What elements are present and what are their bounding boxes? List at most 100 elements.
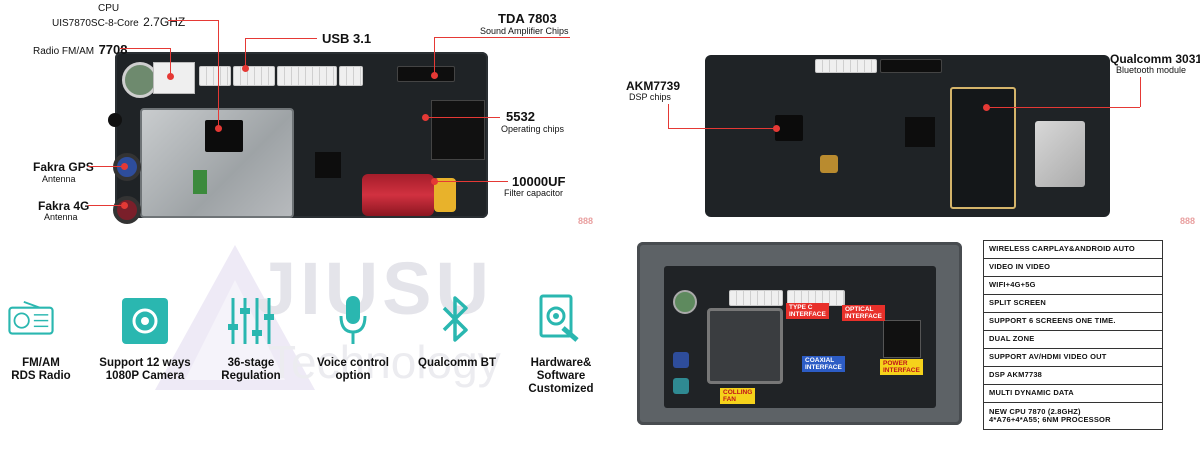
green-component (193, 170, 207, 194)
cpu-feature-line1: NEW CPU 7870 (2.8GHZ) (989, 406, 1081, 416)
watermark-sub: Technology (268, 336, 501, 388)
feature-voice-label: Voice control option (313, 357, 393, 383)
bluetooth-icon (442, 296, 468, 342)
unit-antenna-jack (673, 290, 697, 314)
main-circuit-board (115, 52, 488, 218)
unit-connector-2 (787, 290, 845, 306)
connector-4 (339, 66, 363, 86)
cap-dot (431, 178, 438, 185)
optical-line2: INTERFACE (845, 313, 882, 320)
rear-panel-unit (637, 242, 962, 425)
tda-sub: Sound Amplifier Chips (480, 26, 569, 36)
cpu-feature-line2: 4*A76+4*A55; 6NM PROCESSOR (989, 415, 1111, 424)
microphone-icon (339, 296, 367, 344)
hardware-software-icon (539, 294, 579, 342)
voice-label-line2: option (335, 370, 371, 382)
equalizer-icon (228, 298, 274, 344)
coaxial-line1: COAXIAL (805, 357, 835, 364)
type-c-callout: TYPE C INTERFACE (786, 303, 829, 319)
feature-voice (338, 294, 368, 351)
opchip-sub: Operating chips (501, 124, 565, 134)
unit-fakra-blue (673, 352, 689, 368)
g4-pointer (88, 205, 124, 206)
radio-label: Radio FM/AM 7708 (33, 41, 128, 59)
feature-row: SUPPORT AV/HDMI VIDEO OUT (983, 348, 1163, 367)
hardware-label-line1: Hardware& (530, 357, 592, 369)
bt-dot (983, 104, 990, 111)
radio-label-line2: RDS Radio (11, 370, 71, 382)
tda-pointer-h (434, 37, 570, 38)
bt-pointer-h (986, 107, 1140, 108)
watermark-number: 888 (578, 216, 594, 226)
feature-row: DSP AKM7738 (983, 366, 1163, 385)
capacitor-terminal (434, 178, 456, 212)
usb-label: USB 3.1 (322, 31, 372, 46)
fan-line1: COLLING (723, 389, 753, 396)
cpu-dot (215, 125, 222, 132)
unit-power-block (883, 320, 921, 358)
coaxial-line2: INTERFACE (805, 364, 842, 371)
cpu-model: UIS7870SC-8-Core (52, 18, 139, 29)
bt-sub: Bluetooth module (1116, 65, 1187, 75)
feature-hardware-label: Hardware& Software Customized (520, 357, 602, 396)
cap-pointer (434, 181, 508, 182)
akm-pointer-v (668, 104, 669, 128)
opchip-pointer (425, 117, 500, 118)
radio-dot (167, 73, 174, 80)
cpu-speed: 2.7GHZ (143, 15, 186, 29)
tda-label: TDA 7803 (498, 11, 557, 26)
feature-row: SPLIT SCREEN (983, 294, 1163, 313)
rb-chip-2 (905, 117, 935, 147)
feature-row-cpu: NEW CPU 7870 (2.8GHZ) 4*A76+4*A55; 6NM P… (983, 402, 1163, 430)
gps-pointer (88, 166, 124, 167)
bt-pointer-v (1140, 77, 1141, 107)
akm-label: AKM7739 (626, 79, 681, 93)
usb-pointer-v (245, 38, 246, 68)
hardware-label-line3: Customized (528, 383, 594, 395)
unit-fakra-teal (673, 378, 689, 394)
dsp-circuit-board (705, 55, 1110, 217)
connector-3 (277, 66, 337, 86)
tda-dot (431, 72, 438, 79)
feature-table: WIRELESS CARPLAY&ANDROID AUTO VIDEO IN V… (983, 240, 1163, 430)
rb-gold-chip (820, 155, 838, 173)
type-c-line1: TYPE C (789, 304, 813, 311)
rb-connector-1 (815, 59, 877, 73)
equalizer-label-line1: 36-stage (227, 357, 275, 369)
type-c-line2: INTERFACE (789, 311, 826, 318)
rb-connector-2 (880, 59, 942, 73)
camera-icon (122, 298, 168, 344)
gps-label: Fakra GPS (33, 160, 94, 174)
cpu-label: CPU (98, 3, 120, 14)
feature-camera (122, 298, 168, 349)
feature-camera-label: Support 12 ways 1080P Camera (92, 357, 198, 383)
feature-row: SUPPORT 6 SCREENS ONE TIME. (983, 312, 1163, 331)
unit-connector (729, 290, 783, 306)
filter-capacitor (362, 174, 434, 216)
radio-pointer-v (170, 48, 171, 76)
fakra-4g-connector (113, 196, 141, 224)
optical-callout: OPTICAL INTERFACE (842, 305, 885, 321)
cpu-pointer-v (218, 20, 219, 128)
power-line1: POWER (883, 360, 908, 367)
feature-radio-label: FM/AM RDS Radio (8, 357, 74, 383)
fan-line2: FAN (723, 396, 736, 403)
cooling-fan (707, 308, 783, 384)
hardware-label-line2: Software (536, 370, 586, 382)
akm-pointer-h (668, 128, 776, 129)
cpu-model-label: UIS7870SC-8-Core 2.7GHZ (52, 13, 185, 31)
optical-line1: OPTICAL (845, 306, 874, 313)
connector-1 (199, 66, 231, 86)
radio-pointer (120, 48, 170, 49)
feature-row: WIFI+4G+5G (983, 276, 1163, 295)
watermark-number-right: 888 (1180, 216, 1196, 226)
radio-title: Radio FM/AM (33, 46, 95, 57)
cpu-chip (205, 120, 243, 152)
gps-dot (121, 163, 128, 170)
camera-label-line1: Support 12 ways (99, 357, 191, 369)
feature-bluetooth-label: Qualcomm BT (412, 357, 502, 370)
camera-label-line2: 1080P Camera (105, 370, 185, 382)
power-line2: INTERFACE (883, 367, 920, 374)
tda-pointer-v (434, 37, 435, 75)
feature-radio (8, 294, 54, 345)
